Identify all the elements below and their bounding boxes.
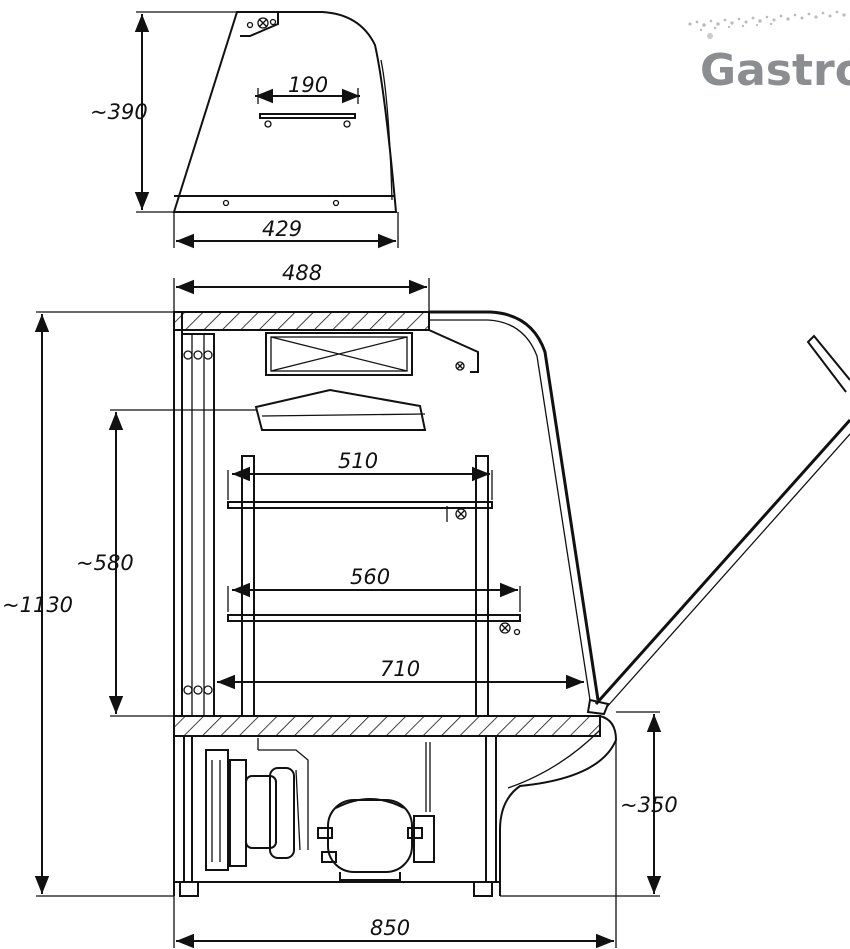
dim-shelf-upper: 510 [338,449,378,473]
upper-shelf [227,470,493,522]
top-unit-drawing [172,11,398,213]
post-fittings [183,350,213,695]
dimension-lines [34,11,662,949]
main-display-drawing [173,310,850,897]
dim-display-height: ~580 [76,551,134,575]
lower-shelf [227,586,521,636]
logo-dots [688,10,846,39]
dim-display-depth: 710 [380,657,420,681]
brand-name: Gastro [700,45,850,96]
dim-total-depth: 850 [370,916,410,940]
evaporator-box [265,332,413,376]
dim-top-unit-height: ~390 [90,100,148,124]
base-cabinet [173,715,618,897]
brand-logo: Gastro [688,10,850,96]
dim-top-base-width: 429 [262,217,302,241]
condenser-fan [205,749,301,871]
dim-shelf-lower: 560 [350,565,390,589]
open-front-glass [586,334,850,716]
dim-top-panel-width: 488 [282,261,322,285]
dim-total-height: ~1130 [2,593,73,617]
dimension-labels: ~390 190 429 488 510 560 710 ~580 ~1130 … [2,73,678,940]
dim-top-shelf-width: 190 [288,73,328,97]
dim-base-height: ~350 [620,793,678,817]
compressor [317,798,435,881]
lamp-symbol [246,17,277,29]
